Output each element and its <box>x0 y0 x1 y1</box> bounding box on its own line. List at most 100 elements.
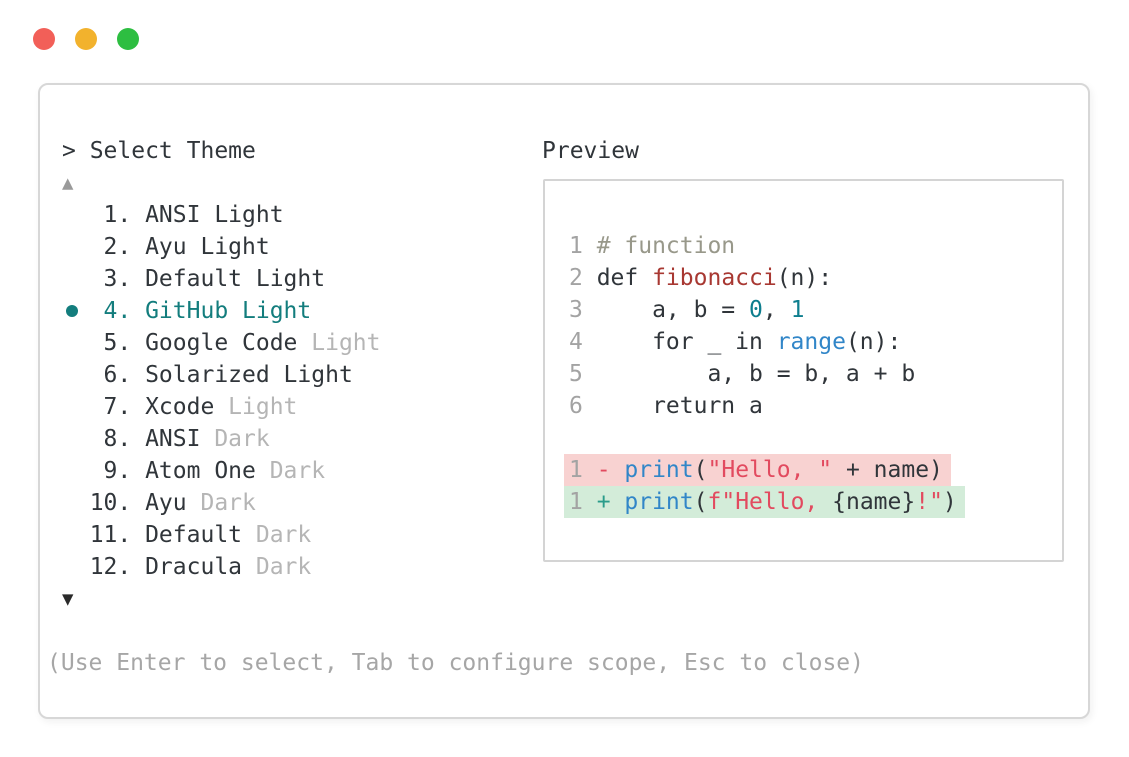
diff-line-removed: 1- print("Hello, " + name) <box>564 454 951 486</box>
theme-list-item[interactable]: 8. ANSI Dark <box>62 423 381 455</box>
theme-list-item[interactable]: 1. ANSI Light <box>62 199 381 231</box>
theme-item-label: Dark <box>255 554 312 580</box>
theme-list-item[interactable]: 11. Default Dark <box>62 519 381 551</box>
code-token: "Hello, " <box>707 457 833 483</box>
line-number: 6 <box>569 393 583 419</box>
zoom-button-icon[interactable] <box>117 28 139 50</box>
theme-item-label: Google Code <box>145 330 312 356</box>
minimize-button-icon[interactable] <box>75 28 97 50</box>
code-token: ( <box>693 457 708 483</box>
theme-picker-window: > Select Theme ▲ 1. ANSI Light 2. Ayu Light… <box>38 83 1090 719</box>
code-line: 2 def fibonacci(n): <box>569 262 832 294</box>
code-line: 3 a, b = 0, 1 <box>569 294 804 326</box>
line-number: 4 <box>569 329 583 355</box>
theme-item-number: 12. <box>89 554 132 580</box>
diff-line-added: 1+ print(f"Hello, {name}!") <box>564 486 965 518</box>
theme-item-label: Xcode <box>145 394 229 420</box>
code-token: # function <box>596 233 736 259</box>
theme-list-item[interactable]: 2. Ayu Light <box>62 231 381 263</box>
theme-item-label: Ayu <box>145 490 201 516</box>
theme-picker-panel: > Select Theme ▲ 1. ANSI Light 2. Ayu Light… <box>62 135 381 615</box>
code-token: , <box>762 297 791 323</box>
scroll-up-icon[interactable]: ▲ <box>62 172 74 194</box>
code-token: fibonacci <box>652 265 777 291</box>
theme-list-item[interactable]: 7. Xcode Light <box>62 391 381 423</box>
line-number: 1 <box>569 489 583 515</box>
code-token: for _ in <box>596 329 777 355</box>
code-token: ( <box>693 489 708 515</box>
theme-list-item[interactable]: 6. Solarized Light <box>62 359 381 391</box>
theme-item-label: Ayu Light <box>145 234 270 260</box>
select-theme-prompt: > Select Theme <box>62 138 256 164</box>
theme-item-label: Dracula <box>145 554 256 580</box>
close-button-icon[interactable] <box>33 28 55 50</box>
code-token: (n): <box>845 329 902 355</box>
theme-item-number: 4. <box>103 298 132 324</box>
theme-list-item[interactable]: 9. Atom One Dark <box>62 455 381 487</box>
scroll-down-icon[interactable]: ▼ <box>62 588 74 610</box>
theme-list-item[interactable]: 10.Ayu Dark <box>62 487 381 519</box>
theme-list: 1. ANSI Light 2. Ayu Light 3. Default Light 4.… <box>62 199 381 583</box>
theme-item-label: Default <box>145 522 256 548</box>
theme-item-number: 7. <box>103 394 132 420</box>
theme-item-label: GitHub Light <box>145 298 312 324</box>
code-token: !" <box>915 489 943 515</box>
help-text: (Use Enter to select, Tab to configure s… <box>47 650 864 676</box>
theme-item-number: 3. <box>103 266 132 292</box>
code-line: 5 a, b = b, a + b <box>569 358 915 390</box>
theme-item-label: Solarized Light <box>145 362 353 388</box>
code-line: 6 return a <box>569 390 763 422</box>
theme-item-number: 6. <box>103 362 132 388</box>
theme-item-number: 11. <box>89 522 132 548</box>
code-token: def <box>596 265 653 291</box>
theme-item-label: Default Light <box>145 266 326 292</box>
theme-item-label: ANSI <box>145 426 215 452</box>
theme-item-label: Dark <box>200 490 256 516</box>
code-token: {name} <box>832 489 916 515</box>
code-token: + name) <box>832 457 943 483</box>
theme-item-label: Dark <box>214 426 270 452</box>
line-number: 1 <box>569 457 583 483</box>
code-line: 4 for _ in range(n): <box>569 326 901 358</box>
line-number: 5 <box>569 361 583 387</box>
code-token: 1 <box>790 297 805 323</box>
code-token: (n): <box>776 265 833 291</box>
theme-list-item[interactable]: 5. Google Code Light <box>62 327 381 359</box>
preview-title: Preview <box>542 138 639 164</box>
line-number: 2 <box>569 265 583 291</box>
theme-item-number: 1. <box>103 202 132 228</box>
theme-item-label: Dark <box>255 522 312 548</box>
blank-line <box>569 422 1062 454</box>
line-number: 3 <box>569 297 583 323</box>
theme-item-label: Atom One <box>145 458 270 484</box>
code-token: - <box>596 457 625 483</box>
theme-item-number: 5. <box>103 330 132 356</box>
theme-item-number: 8. <box>103 426 132 452</box>
code-line: 1 # function <box>569 230 735 262</box>
theme-list-item[interactable]: 4. GitHub Light <box>62 295 381 327</box>
line-number: 1 <box>569 233 583 259</box>
theme-item-label: Dark <box>269 458 326 484</box>
code-token: range <box>776 329 846 355</box>
theme-list-item[interactable]: 3. Default Light <box>62 263 381 295</box>
theme-item-label: Light <box>228 394 298 420</box>
code-token: return a <box>596 393 763 419</box>
code-token: print <box>624 489 694 515</box>
code-token: 0 <box>749 297 763 323</box>
theme-item-label: Light <box>311 330 381 356</box>
code-token: f"Hello, <box>707 489 833 515</box>
code-token: a, b = <box>596 297 750 323</box>
code-token: ) <box>942 489 957 515</box>
theme-item-label: ANSI Light <box>145 202 284 228</box>
preview-panel: Preview <box>542 135 639 167</box>
theme-item-number: 9. <box>103 458 132 484</box>
theme-list-item[interactable]: 12. Dracula Dark <box>62 551 381 583</box>
window-controls <box>33 28 139 50</box>
selection-dot-icon <box>66 305 78 317</box>
code-token: print <box>624 457 694 483</box>
theme-item-number: 2. <box>103 234 132 260</box>
code-token: a, b = b, a + b <box>596 361 916 387</box>
